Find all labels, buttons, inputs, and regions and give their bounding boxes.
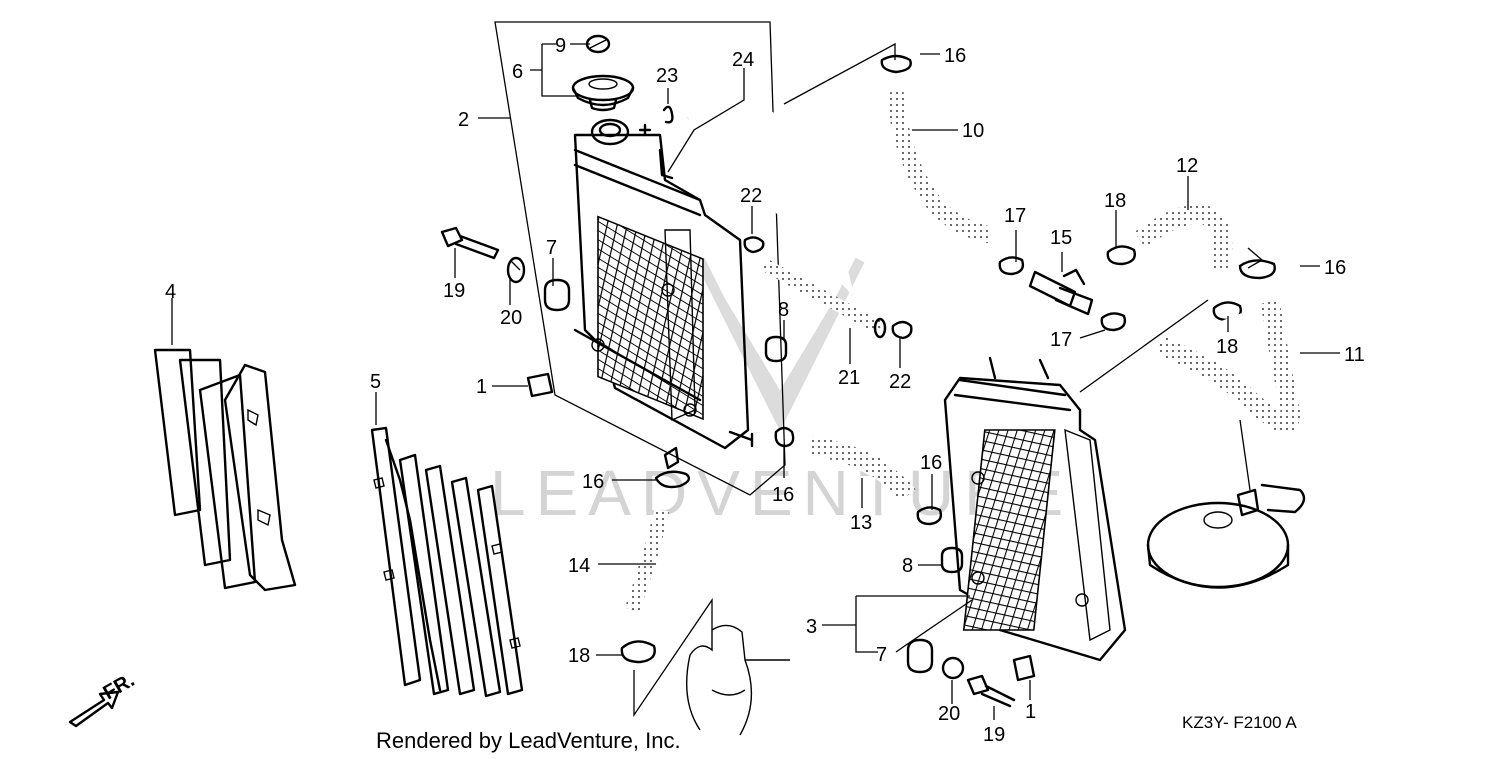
clamp-17-b	[1100, 312, 1127, 332]
callout-14: 14	[568, 555, 590, 577]
radiator-cap	[571, 74, 635, 112]
clamp-22-b	[891, 320, 913, 340]
front-direction-arrow: FR.	[68, 669, 139, 728]
right-radiator-core	[962, 429, 1056, 631]
watermark: LEADVENTURE	[490, 457, 1073, 529]
clamp-18-lower	[620, 640, 656, 664]
left-radiator-assembly	[494, 21, 786, 496]
credit-text: Rendered by LeadVenture, Inc.	[376, 728, 681, 753]
callout-16-lower-left: 16	[582, 471, 604, 493]
callout-17-a: 17	[1004, 205, 1026, 227]
left-radiator-core	[597, 215, 704, 421]
callout-7-left: 7	[546, 237, 557, 259]
callout-4: 4	[165, 281, 176, 303]
clip-1-left	[526, 372, 554, 398]
bolt-19-left	[440, 226, 500, 260]
clamp-17-a	[998, 256, 1025, 276]
callout-numbers: 9 6 2 23 24 16 10 22 7 19 20 8 21 22 4 5…	[165, 35, 1365, 746]
grommet-7-right	[906, 638, 934, 674]
callout-10: 10	[962, 120, 984, 142]
washer-20-right	[941, 656, 965, 680]
joint-15	[1028, 268, 1094, 316]
callout-18-lower: 18	[568, 645, 590, 667]
callout-20-right: 20	[938, 703, 960, 725]
callout-3: 3	[806, 616, 817, 638]
clip-23	[662, 105, 674, 124]
callout-21: 21	[838, 367, 860, 389]
callout-16-top: 16	[944, 45, 966, 67]
collar-8-right	[940, 546, 964, 574]
clamp-16-lower-left	[654, 470, 691, 489]
washer-20-left	[506, 256, 526, 284]
callout-5: 5	[370, 371, 381, 393]
clamp-16-center	[774, 426, 795, 448]
callout-8-right: 8	[902, 555, 913, 577]
clamp-18-a	[1106, 245, 1136, 266]
radiator-grille-5	[370, 426, 524, 698]
cylinder-head	[1146, 483, 1306, 589]
clamp-16-right	[1238, 259, 1276, 280]
callout-22-b: 22	[889, 371, 911, 393]
right-radiator-assembly	[943, 356, 1127, 662]
cap-seal	[585, 34, 611, 54]
bolt-19-right	[966, 674, 1016, 708]
callout-9: 9	[555, 35, 566, 57]
front-label: FR.	[100, 669, 139, 704]
callout-19-left: 19	[443, 280, 465, 302]
callout-2: 2	[458, 109, 469, 131]
grommet-7-left	[543, 278, 571, 312]
callout-6: 6	[512, 61, 523, 83]
callout-18-b: 18	[1216, 336, 1238, 358]
diagram-code: KZ3Y- F2100 A	[1182, 713, 1297, 732]
clip-1-right	[1012, 654, 1036, 682]
callout-1-right: 1	[1025, 701, 1036, 723]
clamp-16-right-radiator	[916, 506, 943, 526]
radiator-shroud-4	[153, 348, 297, 592]
callout-20-left: 20	[500, 307, 522, 329]
callout-18-a: 18	[1104, 190, 1126, 212]
callout-16-center: 16	[772, 484, 794, 506]
callout-19-right: 19	[983, 724, 1005, 746]
collar-8-left	[764, 335, 788, 363]
leader-lines	[171, 42, 1340, 720]
callout-7-right: 7	[876, 644, 887, 666]
callout-15: 15	[1050, 227, 1072, 249]
callout-22-a: 22	[740, 185, 762, 207]
callout-17-b: 17	[1050, 329, 1072, 351]
callout-1-left: 1	[476, 376, 487, 398]
callout-8-left: 8	[778, 299, 789, 321]
callout-11: 11	[1344, 344, 1365, 366]
watermark-logo	[695, 257, 865, 432]
callout-16-right-radiator: 16	[920, 452, 942, 474]
callout-13: 13	[850, 512, 872, 534]
clamp-22-a	[743, 236, 765, 254]
callout-12: 12	[1176, 155, 1198, 177]
engine-cylinder-sketch	[685, 624, 790, 736]
callout-23: 23	[656, 65, 678, 87]
callout-16-right: 16	[1324, 257, 1346, 279]
callout-24: 24	[732, 49, 754, 71]
clamp-16-top	[880, 54, 912, 74]
